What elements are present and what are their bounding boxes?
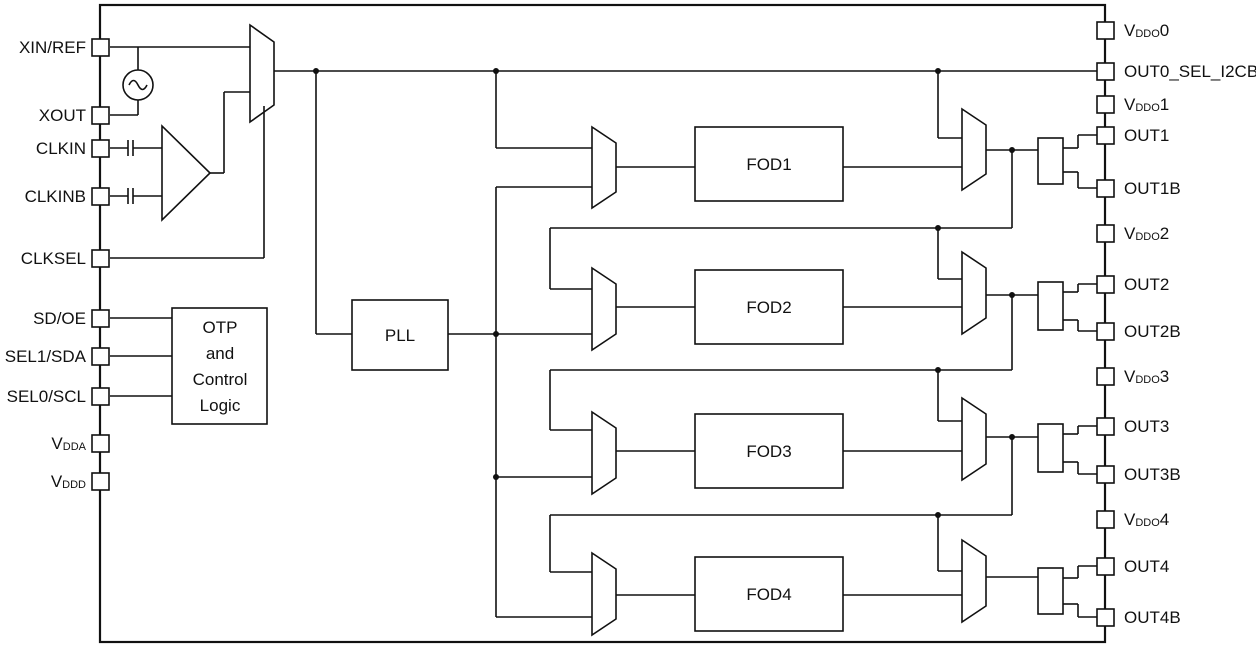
fod1-input-mux [591,125,617,210]
label-clkin: CLKIN [36,139,86,158]
fod1-label: FOD1 [746,155,791,174]
pin-sd-oe [91,309,110,328]
pin-out3 [1096,417,1115,436]
out4-mux [961,538,987,624]
pin-out1 [1096,126,1115,145]
otp-label-line-1: OTP [203,318,238,337]
pin-xin-ref [91,38,110,57]
pin-out3b [1096,465,1115,484]
fod3-label: FOD3 [746,442,791,461]
pin-xout [91,106,110,125]
pin-clkinb [91,187,110,206]
label-sd-oe: SD/OE [33,309,86,328]
pin-out4b [1096,608,1115,627]
fod4-block [694,556,844,632]
otp-label-line-3: Control [193,370,248,389]
label-out2: OUT2 [1124,275,1169,294]
label-out3b: OUT3B [1124,465,1181,484]
label-vddo2: VDDO2 [1124,224,1169,243]
pin-vddd [91,472,110,491]
label-vddo3: VDDO3 [1124,367,1169,386]
input-mux [249,23,275,124]
out1-driver [1037,137,1064,185]
fod1-block [694,126,844,202]
label-out4: OUT4 [1124,557,1169,576]
pin-vddo0 [1096,21,1115,40]
label-out3: OUT3 [1124,417,1169,436]
pin-out2b [1096,322,1115,341]
fod4-label: FOD4 [746,585,791,604]
fod2-label: FOD2 [746,298,791,317]
otp-label-line-4: Logic [200,396,241,415]
label-xout: XOUT [39,106,86,125]
label-xin-ref: XIN/REF [19,38,86,57]
label-sel0-scl: SEL0/SCL [7,387,86,406]
label-vdda: VDDA [51,434,86,453]
label-out1: OUT1 [1124,126,1169,145]
label-out4b: OUT4B [1124,608,1181,627]
pin-vddo3 [1096,367,1115,386]
label-vddo1: VDDO1 [1124,95,1169,114]
out2-driver [1037,281,1064,331]
otp-control-block [171,307,268,425]
pin-sel0-scl [91,387,110,406]
label-out0: OUT0_SEL_I2CB [1124,62,1256,81]
pin-vddo2 [1096,224,1115,243]
fod2-input-mux [591,266,617,352]
fod3-input-mux [591,410,617,496]
pin-out2 [1096,275,1115,294]
pin-clkin [91,139,110,158]
pin-vdda [91,434,110,453]
pin-out0 [1096,62,1115,81]
pll-label: PLL [385,326,415,345]
label-vddd: VDDD [51,472,86,491]
pin-vddo4 [1096,510,1115,529]
out3-driver [1037,423,1064,473]
label-out1b: OUT1B [1124,179,1181,198]
pin-clksel [91,249,110,268]
pll-block [351,299,449,371]
out2-mux [961,250,987,336]
label-vddo0: VDDO0 [1124,21,1169,40]
out1-mux [961,107,987,192]
out3-mux [961,396,987,482]
otp-label-line-2: and [206,344,234,363]
fod4-input-mux [591,551,617,637]
pin-out4 [1096,557,1115,576]
pin-vddo1 [1096,95,1115,114]
label-out2b: OUT2B [1124,322,1181,341]
input-buffer-icon [161,124,212,222]
label-clkinb: CLKINB [25,187,86,206]
label-sel1-sda: SEL1/SDA [5,347,87,366]
label-vddo4: VDDO4 [1124,510,1169,529]
out4-driver [1037,567,1064,615]
pin-out1b [1096,179,1115,198]
pin-sel1-sda [91,347,110,366]
label-clksel: CLKSEL [21,249,86,268]
